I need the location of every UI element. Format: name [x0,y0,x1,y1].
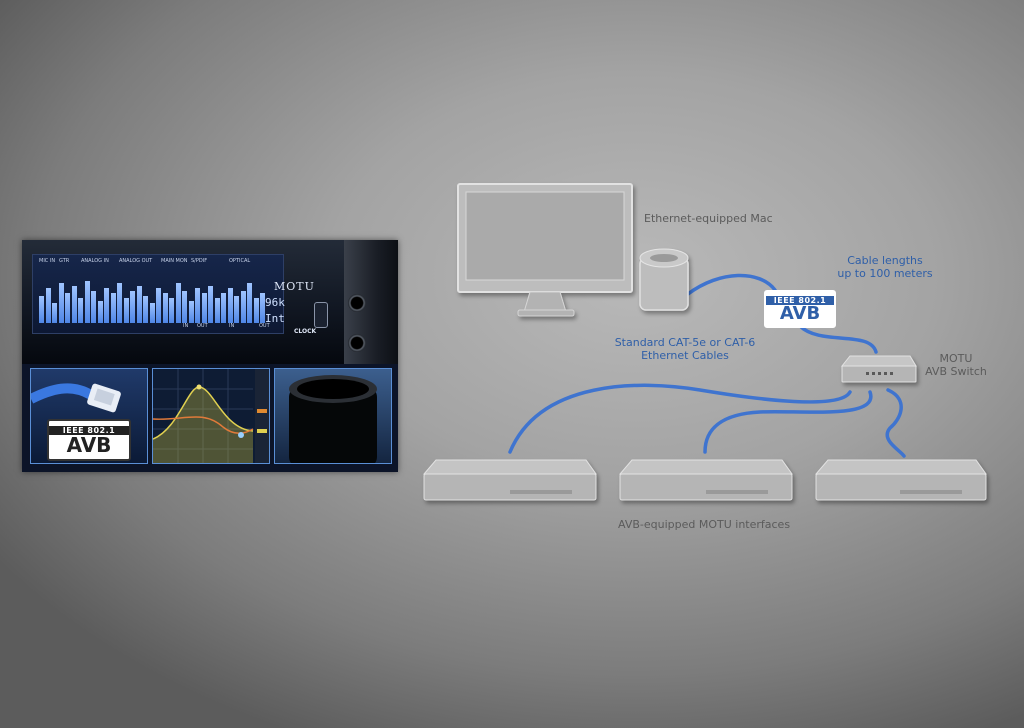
level-meter-bar [97,300,103,323]
level-meter-bar [143,295,148,323]
lcd-label: ANALOG OUT [119,258,153,264]
eq-curve-graphic [153,369,269,463]
lcd-label: ANALOG IN [81,258,109,264]
ethernet-cable-tile: IEEE 802.1 AVB [30,368,148,464]
level-meter-bar [78,298,83,323]
cable-length-line-1: Cable lengths [847,254,923,267]
lcd-sub-label: IN [183,323,189,329]
cable-length-label: Cable lengths up to 100 meters [820,254,950,280]
switch-label: MOTU AVB Switch [916,352,996,378]
level-meter-bar [208,285,213,323]
interfaces-label: AVB-equipped MOTU interfaces [618,518,791,531]
mac-pro-icon [639,248,689,311]
level-meter-bar [52,303,57,323]
badge-top-text: IEEE 802.1 [49,425,129,435]
switch-label-line-1: MOTU [939,352,973,365]
level-meter-bar [136,285,142,323]
switch-label-line-2: AVB Switch [925,365,987,378]
lcd-display: MIC IN GTR ANALOG IN ANALOG OUT MAIN MON… [32,254,284,334]
badge-bottom-text: AVB [779,302,821,324]
level-meter-bar [247,283,252,323]
level-meter-bar [91,290,96,323]
level-meter-bar [84,280,90,323]
level-meter-bar [175,283,181,323]
rack-hole [348,294,366,312]
monitor-icon [457,183,633,317]
level-meter-bar [182,290,187,323]
clock-source-readout: Int [265,312,285,325]
avb-badge: IEEE 802.1 AVB [47,419,131,461]
lcd-sub-label: OUT [197,323,208,329]
cable-switch-to-interface-2 [703,390,873,454]
mac-label: Ethernet-equipped Mac [644,212,773,225]
level-meter-bar [130,290,135,323]
lcd-label: S/PDIF [191,258,208,264]
interface-icon-1 [422,459,597,501]
avb-badge-diagram: IEEE 802.1 AVB [764,290,836,328]
lcd-label: MIC IN [39,258,56,264]
lcd-sub-label: IN [229,323,235,329]
lcd-label: GTR [59,258,70,264]
level-meter-bar [71,285,77,323]
level-meter-bar [260,293,265,323]
level-meter-bar [227,288,233,323]
brand-logo: MOTU [274,280,315,293]
level-meter-bar [162,293,168,323]
ethernet-plug-icon [31,383,121,413]
level-meter-bar [221,293,226,323]
level-meter-bar [156,288,161,323]
front-panel-button [314,302,328,328]
level-meter-bar [110,293,116,323]
interface-icon-2 [618,459,793,501]
rack-hole [348,334,366,352]
cable-type-line-1: Standard CAT-5e or CAT-6 [614,336,756,349]
level-meter-bar [234,295,239,323]
level-meter-bar [253,298,259,323]
level-meter-bar [123,298,129,323]
level-meter-bar [39,295,44,323]
cable-badge-to-switch [798,324,878,354]
clock-label: CLOCK [294,328,317,335]
eq-graph-tile [152,368,270,464]
rack-ear [344,240,398,364]
badge-top-text: IEEE 802.1 [766,295,834,305]
level-meter-bar [58,283,64,323]
cable-switch-to-interface-1 [508,383,852,454]
cable-type-label: Standard CAT-5e or CAT-6 Ethernet Cables [600,336,770,362]
mac-pro-cylinder-icon [289,375,377,463]
cable-type-line-2: Ethernet Cables [641,349,729,362]
level-meter-bar [195,288,200,323]
product-photo: MIC IN GTR ANALOG IN ANALOG OUT MAIN MON… [22,240,398,472]
avb-switch-icon [840,355,917,383]
level-meter-bar [169,298,174,323]
cable-mac-to-badge [686,273,777,296]
level-meter-bar [65,293,70,323]
level-meter-bar [104,288,109,323]
level-meter-bar [117,283,122,323]
interface-icon-3 [814,459,987,501]
rack-interface-front: MIC IN GTR ANALOG IN ANALOG OUT MAIN MON… [22,240,398,364]
lcd-sub-label: OUT [259,323,270,329]
lcd-label: OPTICAL [229,258,251,264]
lcd-label: MAIN MON [161,258,188,264]
cable-length-line-2: up to 100 meters [837,267,933,280]
ethernet-cables [508,273,906,458]
level-meter-bar [149,303,155,323]
level-meter-bar [240,290,246,323]
level-meter-bar [45,288,51,323]
cable-switch-to-interface-3 [885,388,906,458]
level-meter-bar [188,300,194,323]
mac-pro-tile [274,368,392,464]
level-meter-bar [214,298,220,323]
level-meter-bar [201,293,207,323]
sample-rate-readout: 96k [265,296,285,309]
badge-bottom-text: AVB [66,432,112,457]
